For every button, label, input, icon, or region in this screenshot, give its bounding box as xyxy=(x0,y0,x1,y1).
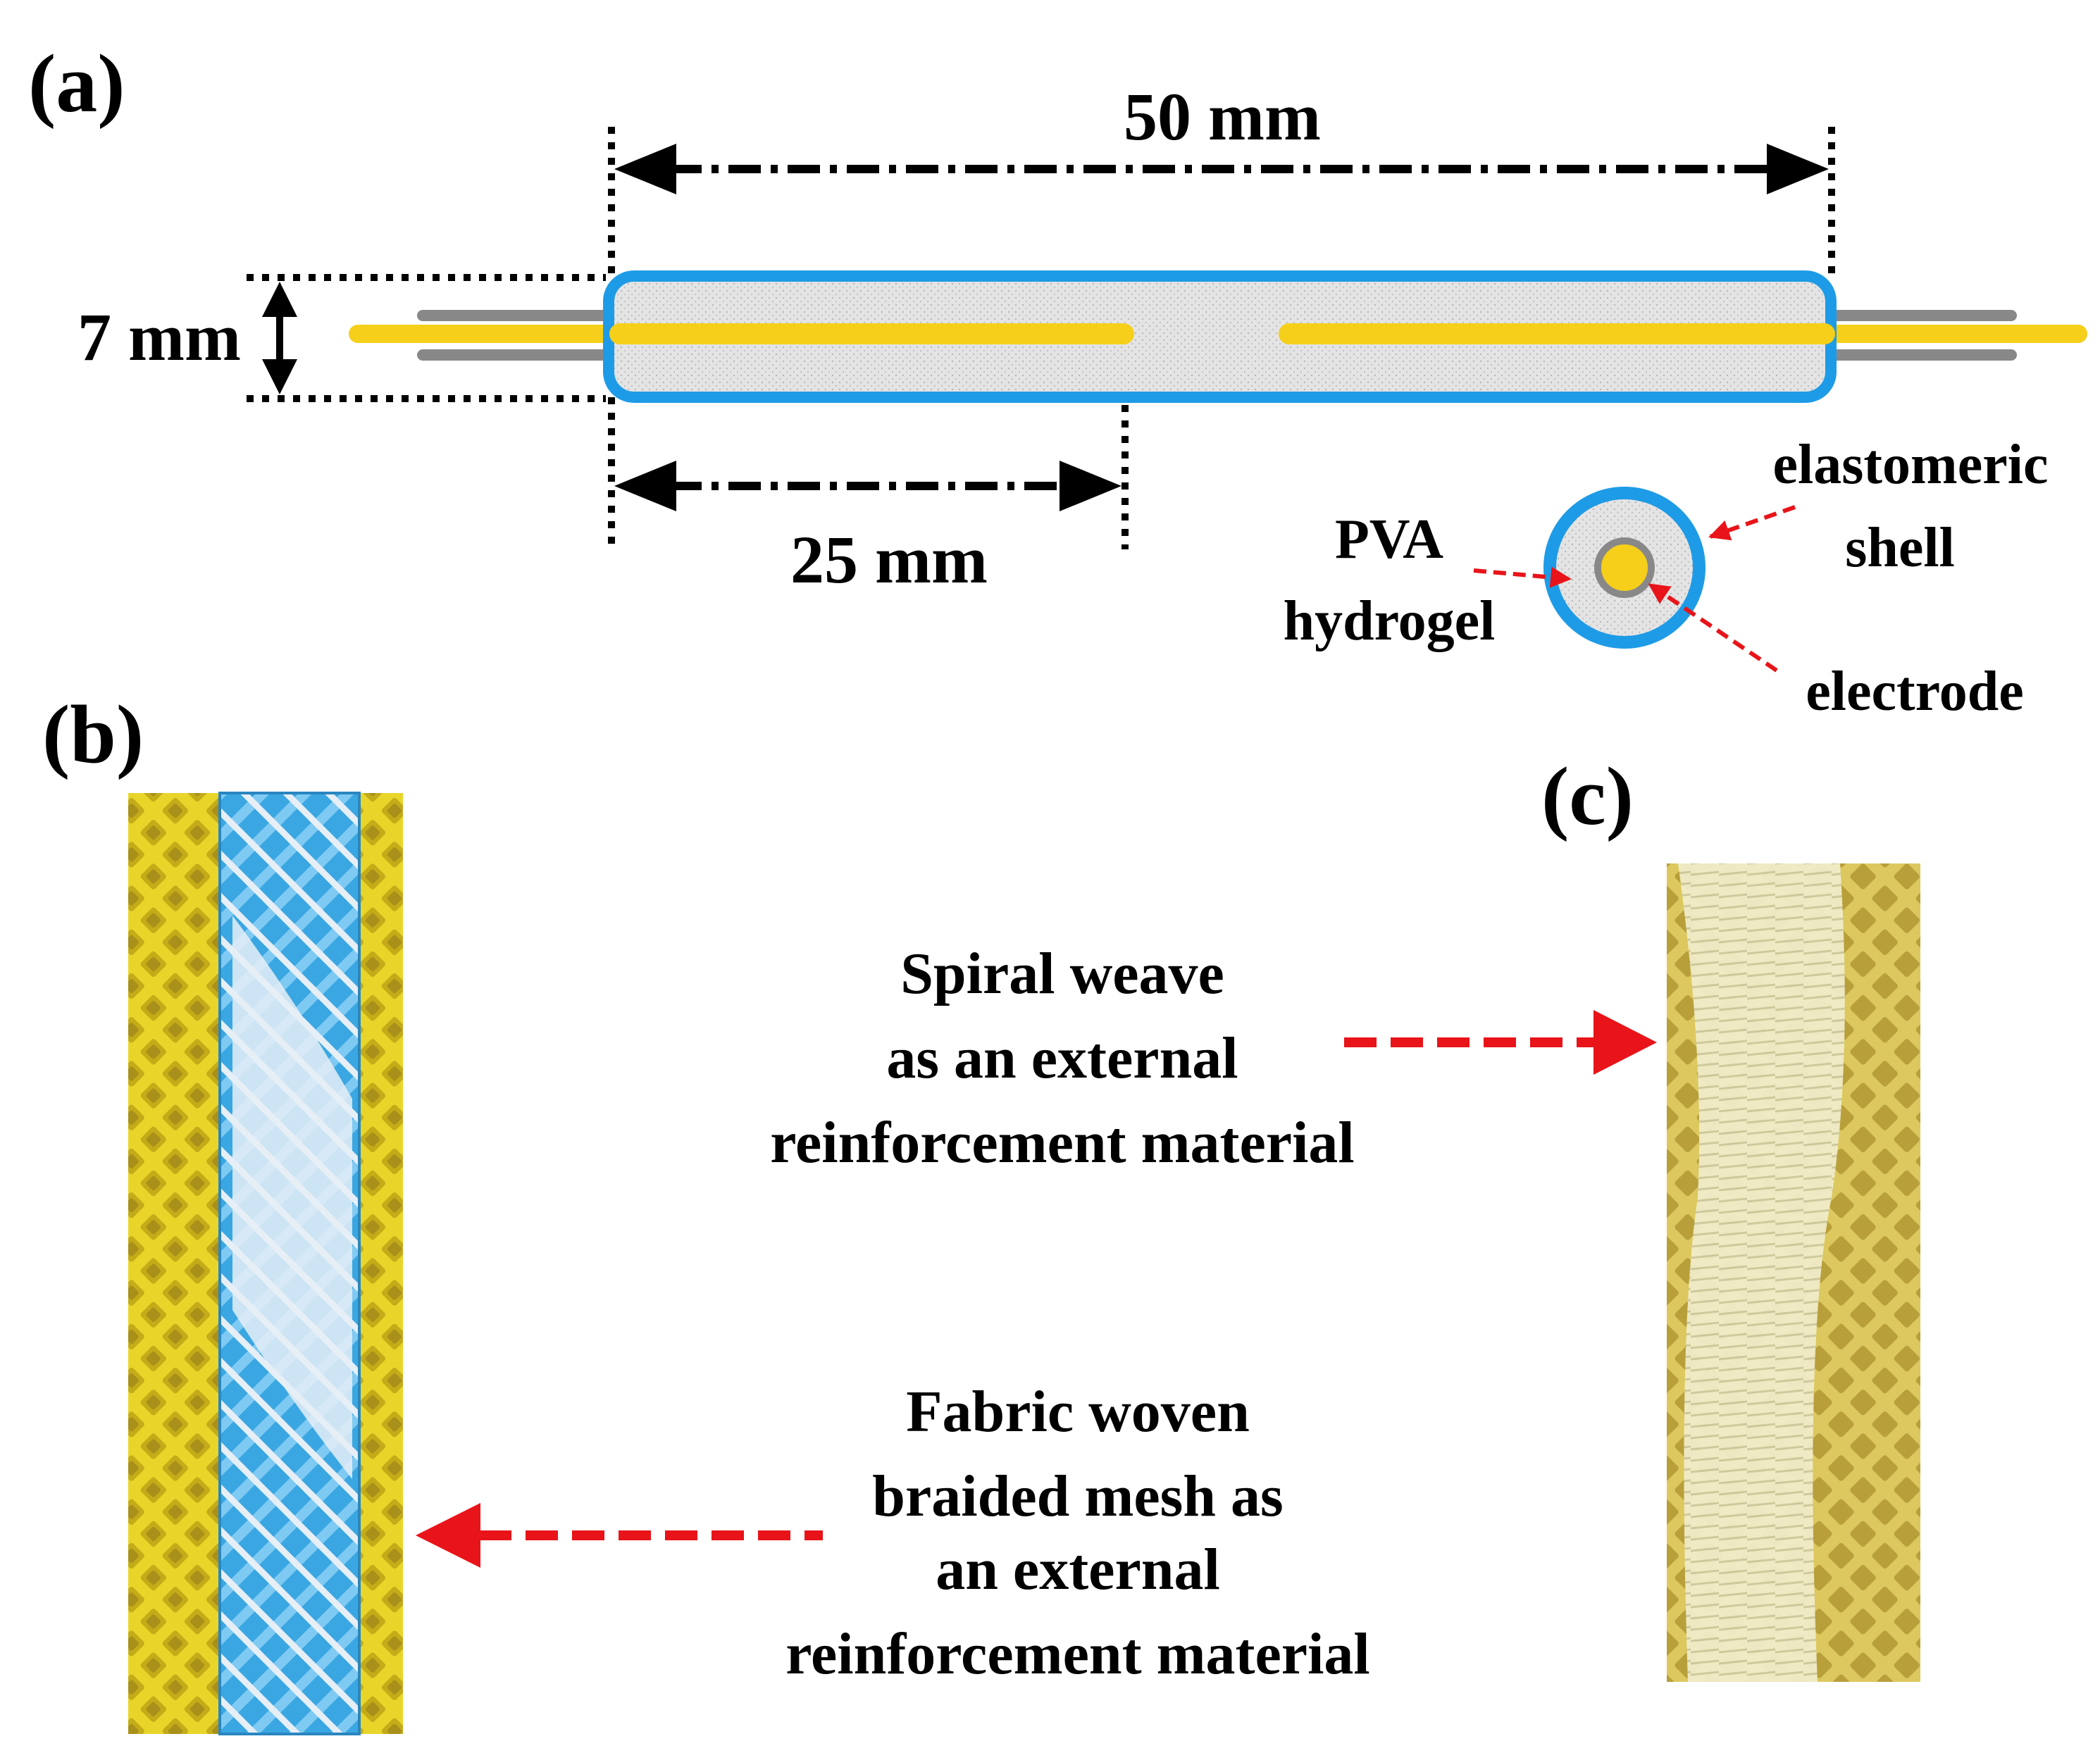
label-electrode: electrode xyxy=(1806,661,2023,723)
label-pva: PVA xyxy=(1335,509,1443,570)
spiral-line-3: reinforcement material xyxy=(770,1110,1355,1175)
label-shell: shell xyxy=(1845,517,1955,579)
panel-label-a: (a) xyxy=(28,37,125,130)
panel-label-c: (c) xyxy=(1541,750,1634,842)
label-hydrogel: hydrogel xyxy=(1284,590,1496,652)
arrowhead-braided xyxy=(416,1503,480,1568)
braided-line-4: reinforcement material xyxy=(785,1621,1370,1687)
dimension-25mm: 25 mm xyxy=(614,461,1122,597)
label-elastomeric: elastomeric xyxy=(1773,434,2049,496)
cross-section-arrows xyxy=(1473,505,1796,673)
cross-section xyxy=(1543,487,1706,649)
arrowhead-spiral xyxy=(1593,1010,1657,1075)
spiral-line-1: Spiral weave xyxy=(900,941,1224,1006)
dimension-25mm-label: 25 mm xyxy=(790,522,988,597)
spiral-line-2: as an external xyxy=(886,1025,1238,1091)
lead-wire-right xyxy=(1822,310,2087,361)
lead-wire-left xyxy=(349,310,629,361)
spiral-weave-photo xyxy=(1667,863,1920,1682)
braided-line-2: braided mesh as xyxy=(872,1464,1283,1529)
cross-section-electrode xyxy=(1594,537,1655,598)
sensor-schematic xyxy=(349,270,2087,403)
dimension-7mm-label: 7 mm xyxy=(77,299,241,375)
braided-line-1: Fabric woven xyxy=(906,1379,1250,1445)
braided-line-3: an external xyxy=(936,1537,1220,1602)
dimension-extension-lines xyxy=(247,127,1835,549)
dimension-50mm-label: 50 mm xyxy=(1124,79,1321,154)
annotation-spiral: Spiral weave as an external reinforcemen… xyxy=(770,941,1657,1175)
dimension-7mm: 7 mm xyxy=(77,282,297,394)
panel-label-b: (b) xyxy=(42,688,144,780)
annotation-braided: Fabric woven braided mesh as an external… xyxy=(416,1379,1370,1687)
dimension-50mm: 50 mm xyxy=(614,79,1829,194)
braided-mesh-photo xyxy=(128,792,403,1735)
